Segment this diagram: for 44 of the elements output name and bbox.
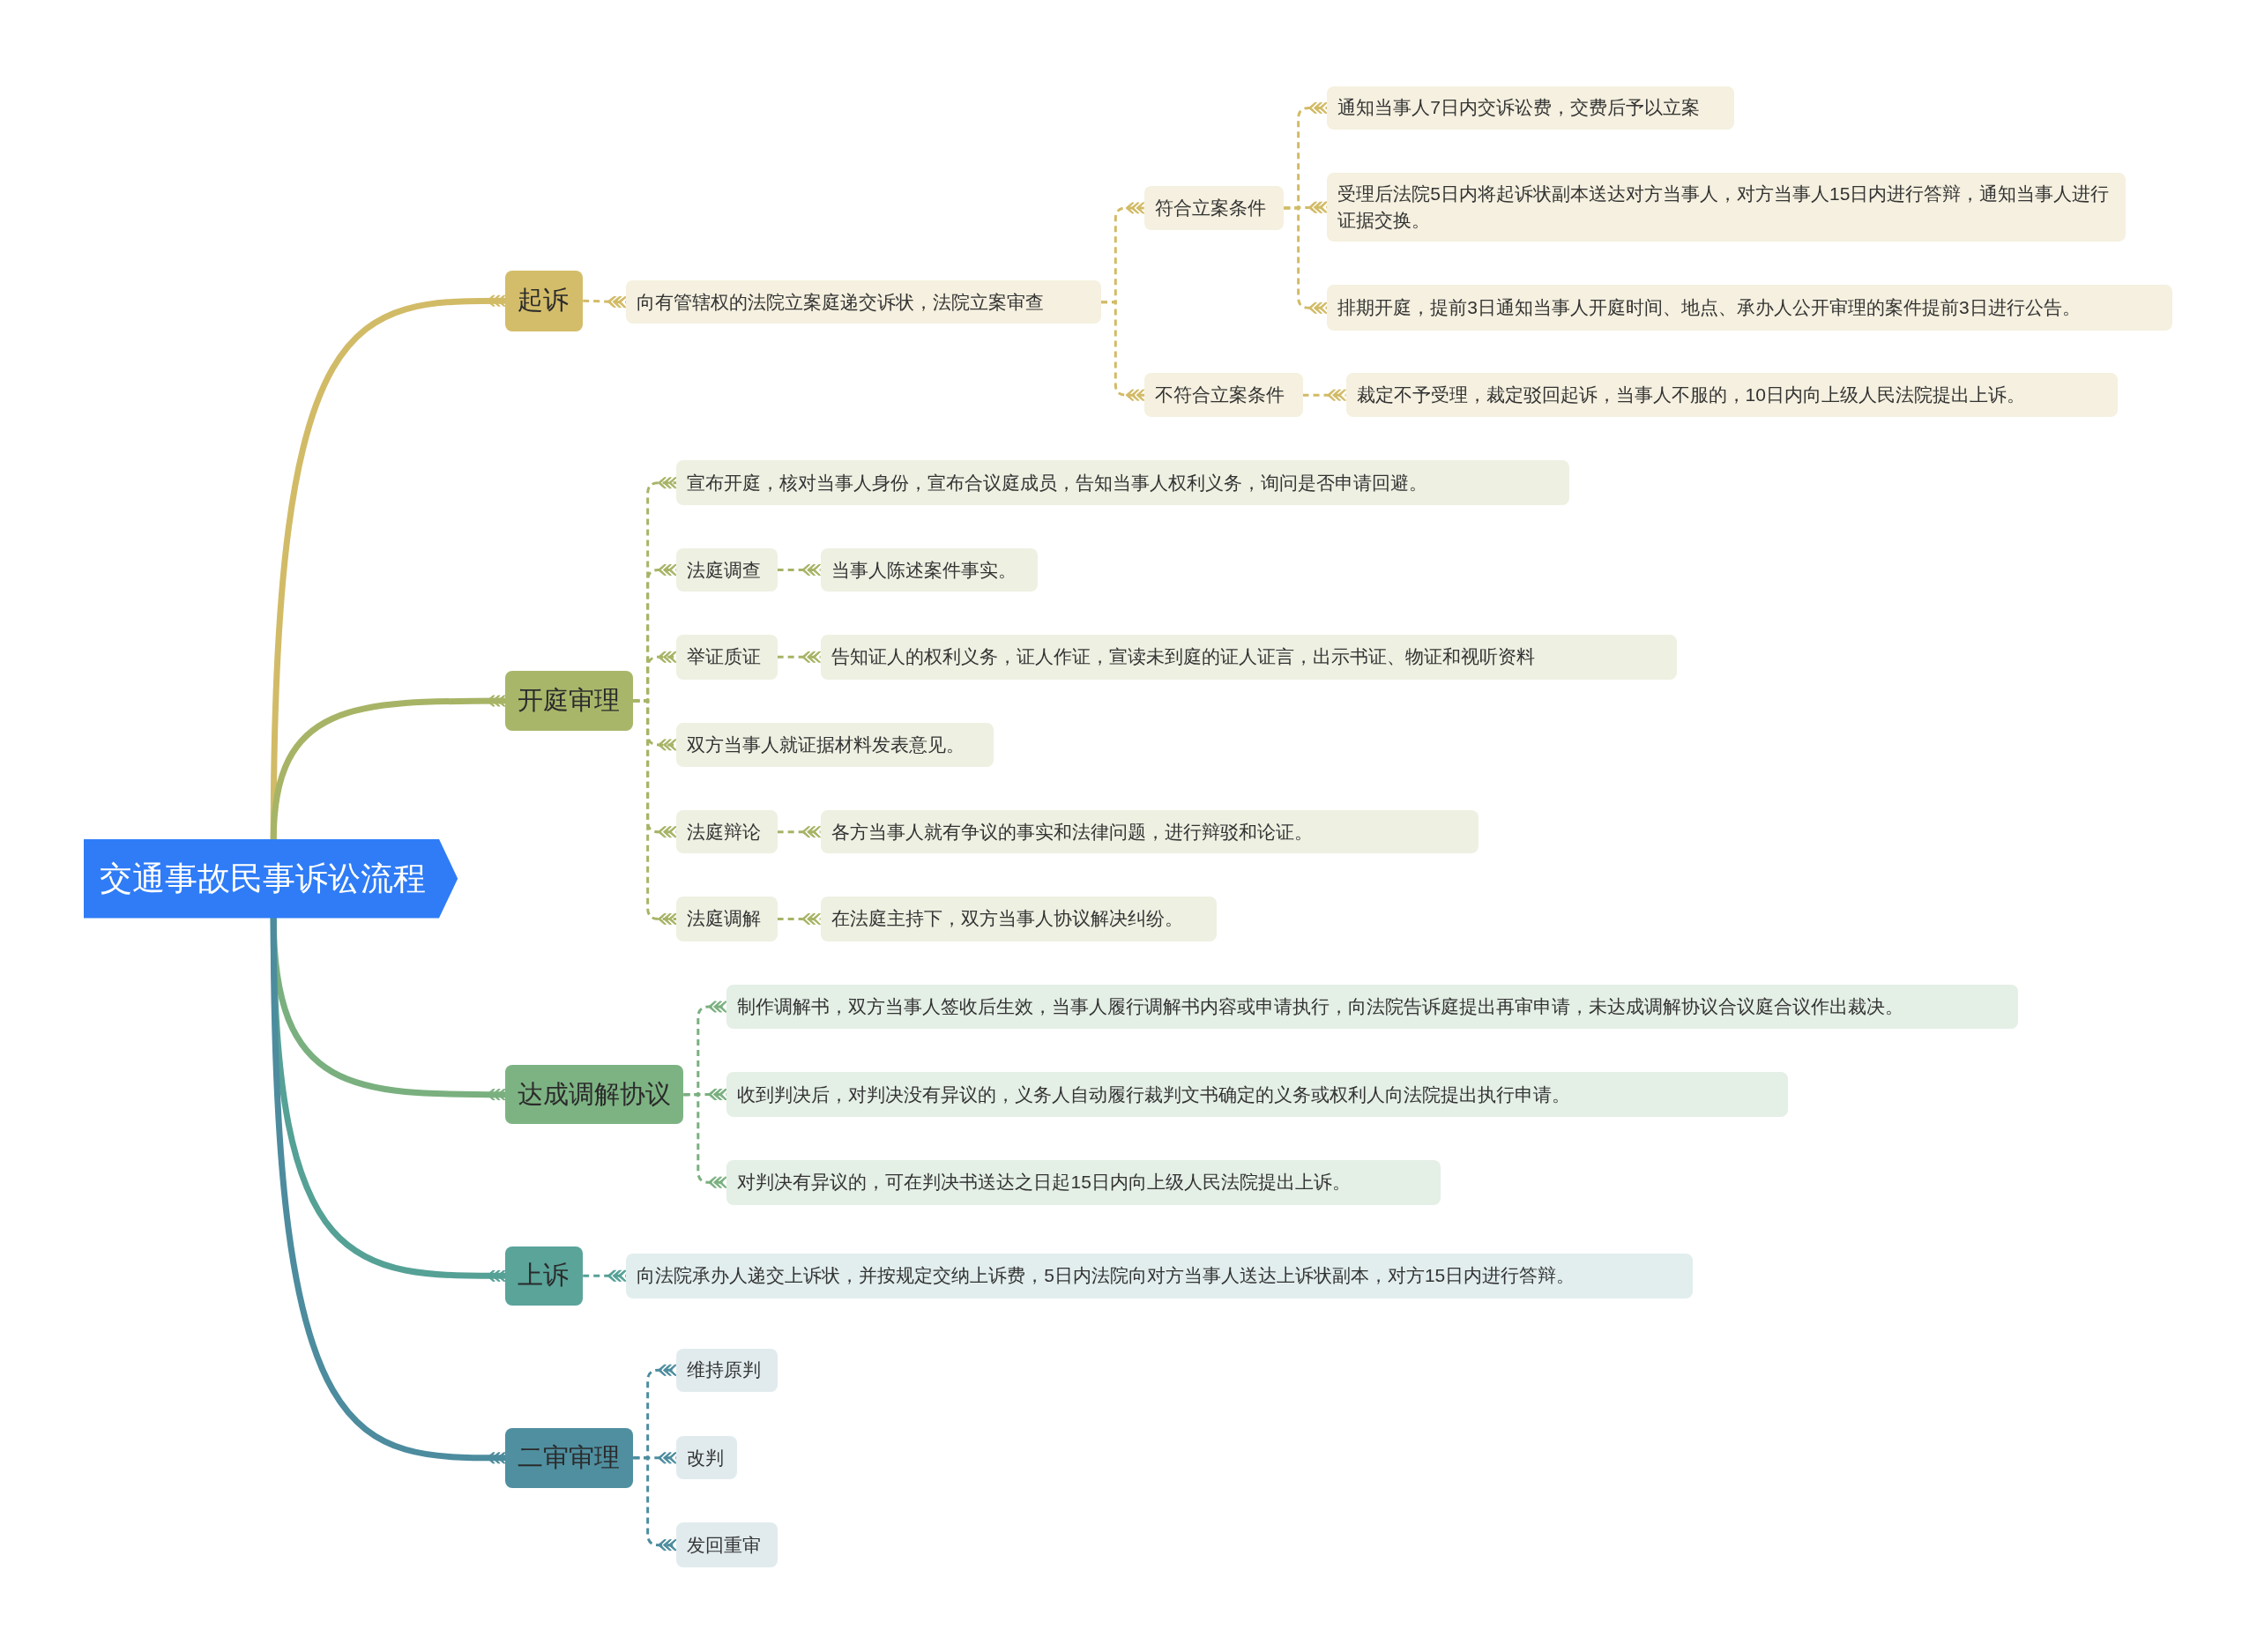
branch-topic: 二审审理	[505, 1427, 634, 1489]
detail-box: 排期开庭，提前3日通知当事人开庭时间、地点、承办人公开审理的案件提前3日进行公告。	[1327, 285, 2172, 331]
branch-line	[270, 695, 506, 841]
connector-line	[583, 295, 627, 309]
subtopic-box: 符合立案条件	[1143, 185, 1285, 231]
connector-line	[633, 1456, 677, 1552]
detail-box: 维持原判	[676, 1348, 778, 1392]
detail-box: 制作调解书，双方当事人签收后生效，当事人履行调解书内容或申请执行，向法院告诉庭提出再审申请，未达成调解协议合议庭合议作出裁决。	[726, 984, 2018, 1030]
connector-line	[1302, 389, 1346, 401]
detail-box: 对判决有异议的，可在判决书送达之日起15日内向上级人民法院提出上诉。	[726, 1159, 1441, 1205]
detail-box: 发回重审	[676, 1522, 778, 1567]
detail-box: 通知当事人7日内交诉讼费，交费后予以立案	[1327, 86, 1735, 130]
connector-line	[777, 912, 822, 925]
branch-topic: 上诉	[505, 1246, 584, 1306]
branch-topic: 达成调解协议	[505, 1065, 684, 1125]
subtopic-box: 法庭调解	[676, 897, 778, 941]
detail-box: 受理后法院5日内将起诉状副本送达对方当事人，对方当事人15日内进行答辩，通知当事人进行证据交换。	[1327, 172, 2127, 242]
connector-line	[683, 1093, 727, 1188]
branch-topic: 起诉	[505, 270, 584, 331]
connector-line	[777, 564, 822, 576]
detail-box: 双方当事人就证据材料发表意见。	[676, 722, 994, 768]
subtopic-box: 举证质证	[676, 635, 778, 680]
branch-line	[270, 916, 506, 1464]
detail-box: 在法庭主持下，双方当事人协议解决纠纷。	[820, 897, 1217, 941]
subtopic-box: 法庭调查	[676, 548, 778, 592]
connector-line	[633, 699, 677, 925]
connector-line	[1100, 301, 1145, 401]
connector-line	[777, 826, 822, 838]
root-topic: 交通事故民事诉讼流程	[83, 838, 458, 919]
branch-topic: 开庭审理	[505, 670, 634, 732]
detail-box: 裁定不予受理，裁定驳回起诉，当事人不服的，10日内向上级人民法院提出上诉。	[1345, 372, 2118, 418]
detail-box: 向法院承办人递交上诉状，并按规定交纳上诉费，5日内法院向对方当事人送达上诉状副本，对方15日内进行答辩。	[626, 1254, 1693, 1299]
detail-box: 收到判决后，对判决没有异议的，义务人自动履行裁判文书确定的义务或权利人向法院提出执行申请。	[726, 1072, 1788, 1117]
connector-line	[583, 1269, 627, 1282]
subtopic-box: 法庭辩论	[676, 810, 778, 854]
connector-line	[777, 651, 822, 663]
subtopic-box: 不符合立案条件	[1143, 372, 1303, 418]
subtopic-box: 向有管辖权的法院立案庭递交诉状，法院立案审查	[626, 280, 1101, 324]
detail-box: 宣布开庭，核对当事人身份，宣布合议庭成员，告知当事人权利义务，询问是否申请回避。	[676, 460, 1569, 506]
connector-line	[1284, 206, 1328, 314]
detail-box: 各方当事人就有争议的事实和法律问题，进行辩驳和论证。	[820, 810, 1479, 854]
detail-box: 改判	[676, 1436, 737, 1480]
detail-box: 当事人陈述案件事实。	[820, 548, 1039, 592]
detail-box: 告知证人的权利义务，证人作证，宣读未到庭的证人证言，出示书证、物证和视听资料	[820, 635, 1678, 680]
